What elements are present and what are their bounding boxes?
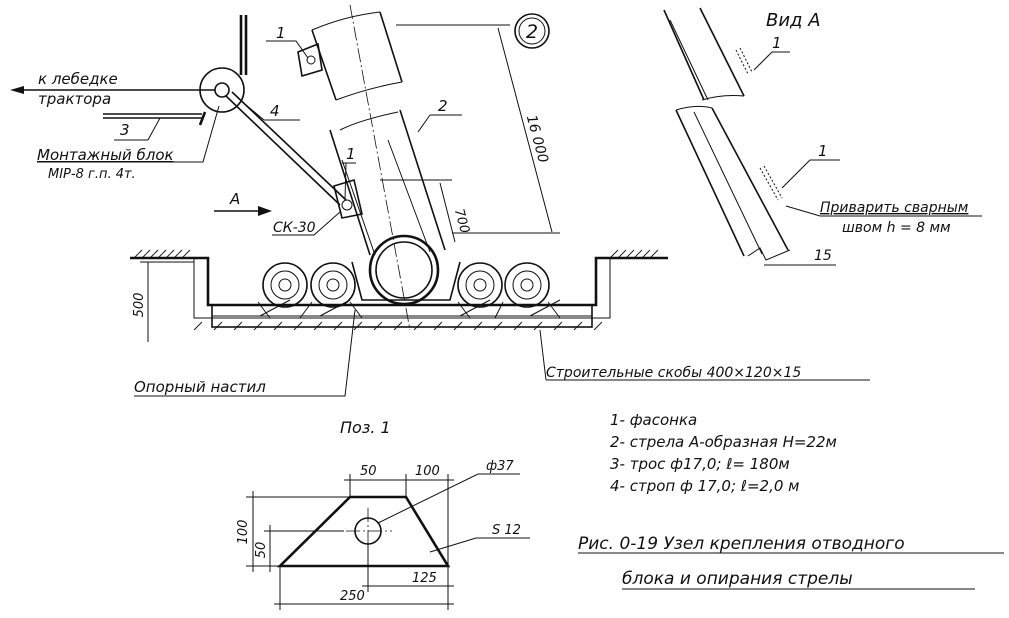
legend: 1- фасонка 2- стрела А-образная Н=22м 3-… bbox=[610, 411, 837, 495]
dim-700-label: 700 bbox=[451, 207, 472, 235]
pos1-dim-100-top: 100 bbox=[415, 464, 440, 479]
pos1-dim-125: 125 bbox=[412, 571, 437, 586]
pit bbox=[130, 249, 668, 331]
pulley-block bbox=[10, 15, 347, 206]
pos1-title: Поз. 1 bbox=[340, 418, 391, 437]
callout-3-label: 3 bbox=[120, 121, 130, 139]
log-roller bbox=[310, 262, 356, 308]
figure-caption: Рис. 0-19 Узел крепления отводного блока… bbox=[578, 534, 1004, 590]
pos1-dim-50-top: 50 bbox=[360, 464, 377, 479]
sk30-label: СК-30 bbox=[273, 220, 316, 236]
pos1-dim-250: 250 bbox=[340, 589, 365, 604]
caption-line2: блока и опирания стрелы bbox=[622, 569, 853, 589]
log-roller bbox=[457, 262, 503, 308]
view-a: Вид А 1 1 Приварить сварным швом h = 8 м… bbox=[663, 7, 982, 266]
pos1-dim-phi: ф37 bbox=[486, 459, 514, 474]
callout-1-mid: 1 bbox=[346, 145, 356, 163]
winch-label-line1: к лебедке bbox=[38, 70, 118, 88]
main-view: 16 000 700 500 А 2 bbox=[10, 4, 870, 397]
view-a-title: Вид А bbox=[766, 10, 821, 31]
dim-500-label: 500 bbox=[132, 293, 147, 318]
callout-circle-2: 2 bbox=[514, 13, 550, 49]
legend-item-1: 1- фасонка bbox=[610, 411, 697, 429]
weld-note-line2: швом h = 8 мм bbox=[842, 220, 951, 236]
callout-leaders bbox=[114, 40, 870, 397]
legend-item-4: 4- строп ф 17,0; ℓ=2,0 м bbox=[610, 477, 800, 495]
caption-line1: Рис. 0-19 Узел крепления отводного bbox=[578, 534, 905, 554]
view-a-dim-15: 15 bbox=[814, 248, 832, 264]
arrow-a-label: А bbox=[229, 190, 240, 208]
weld-note-line1: Приварить сварным bbox=[820, 200, 969, 216]
log-rollers bbox=[257, 262, 561, 319]
block-label-line2: МIР-8 г.п. 4т. bbox=[48, 167, 136, 182]
callout-circle-2-label: 2 bbox=[526, 21, 538, 43]
legend-item-3: 3- трос ф17,0; ℓ= 180м bbox=[610, 455, 790, 473]
dimension-500: 500 bbox=[132, 261, 194, 342]
callout-4-label: 4 bbox=[270, 102, 280, 120]
view-a-callout-bottom: 1 bbox=[818, 142, 828, 160]
view-a-arrow: А bbox=[214, 190, 272, 216]
callout-1-top: 1 bbox=[276, 24, 286, 42]
winch-label-line2: трактора bbox=[38, 90, 111, 108]
position-1-detail: Поз. 1 50 100 ф37 100 50 S 12 125 bbox=[236, 418, 530, 610]
log-roller bbox=[504, 262, 550, 308]
view-a-callout-top: 1 bbox=[772, 34, 782, 52]
pos1-dim-s12: S 12 bbox=[492, 523, 521, 538]
staples-label: Строительные скобы 400×120×15 bbox=[546, 365, 801, 381]
callout-2-label: 2 bbox=[438, 97, 448, 115]
block-label-line1: Монтажный блок bbox=[37, 146, 174, 164]
log-roller bbox=[262, 262, 308, 308]
gusset-plates bbox=[297, 42, 363, 219]
legend-item-2: 2- стрела А-образная Н=22м bbox=[610, 433, 837, 451]
pos1-dim-50-left: 50 bbox=[254, 542, 269, 559]
pos1-dim-100-left: 100 bbox=[236, 520, 251, 545]
dimension-700: 700 bbox=[380, 179, 472, 243]
deck-label: Опорный настил bbox=[134, 378, 266, 396]
